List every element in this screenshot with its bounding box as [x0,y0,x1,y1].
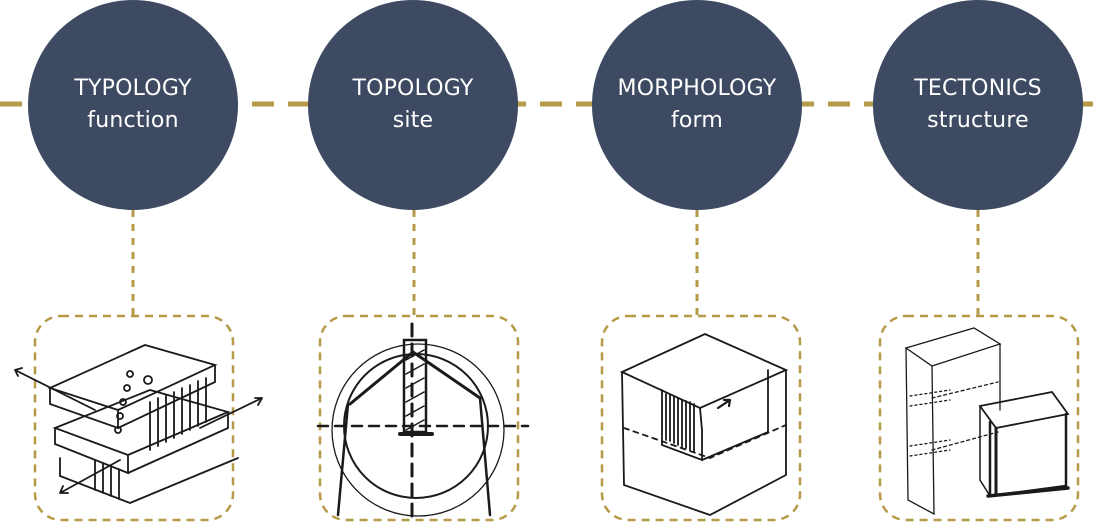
node-tectonics: TECTONICS structure [873,0,1083,210]
node-typology: TYPOLOGY function [28,0,238,210]
stacked-slabs-sketch [14,314,263,522]
node-title: TECTONICS [914,76,1042,101]
node-morphology: MORPHOLOGY form [592,0,802,210]
site-plan-sketch [316,314,530,523]
node-title: TOPOLOGY [352,76,474,101]
node-subtitle: form [670,108,724,133]
frame-structure-sketch [878,314,1080,522]
carved-block-sketch [600,314,802,522]
node-topology: TOPOLOGY site [308,0,518,210]
node-title: MORPHOLOGY [617,76,777,101]
node-subtitle: function [87,108,179,133]
node-subtitle: structure [927,108,1029,133]
node-subtitle: site [392,108,434,133]
node-title: TYPOLOGY [74,76,192,101]
